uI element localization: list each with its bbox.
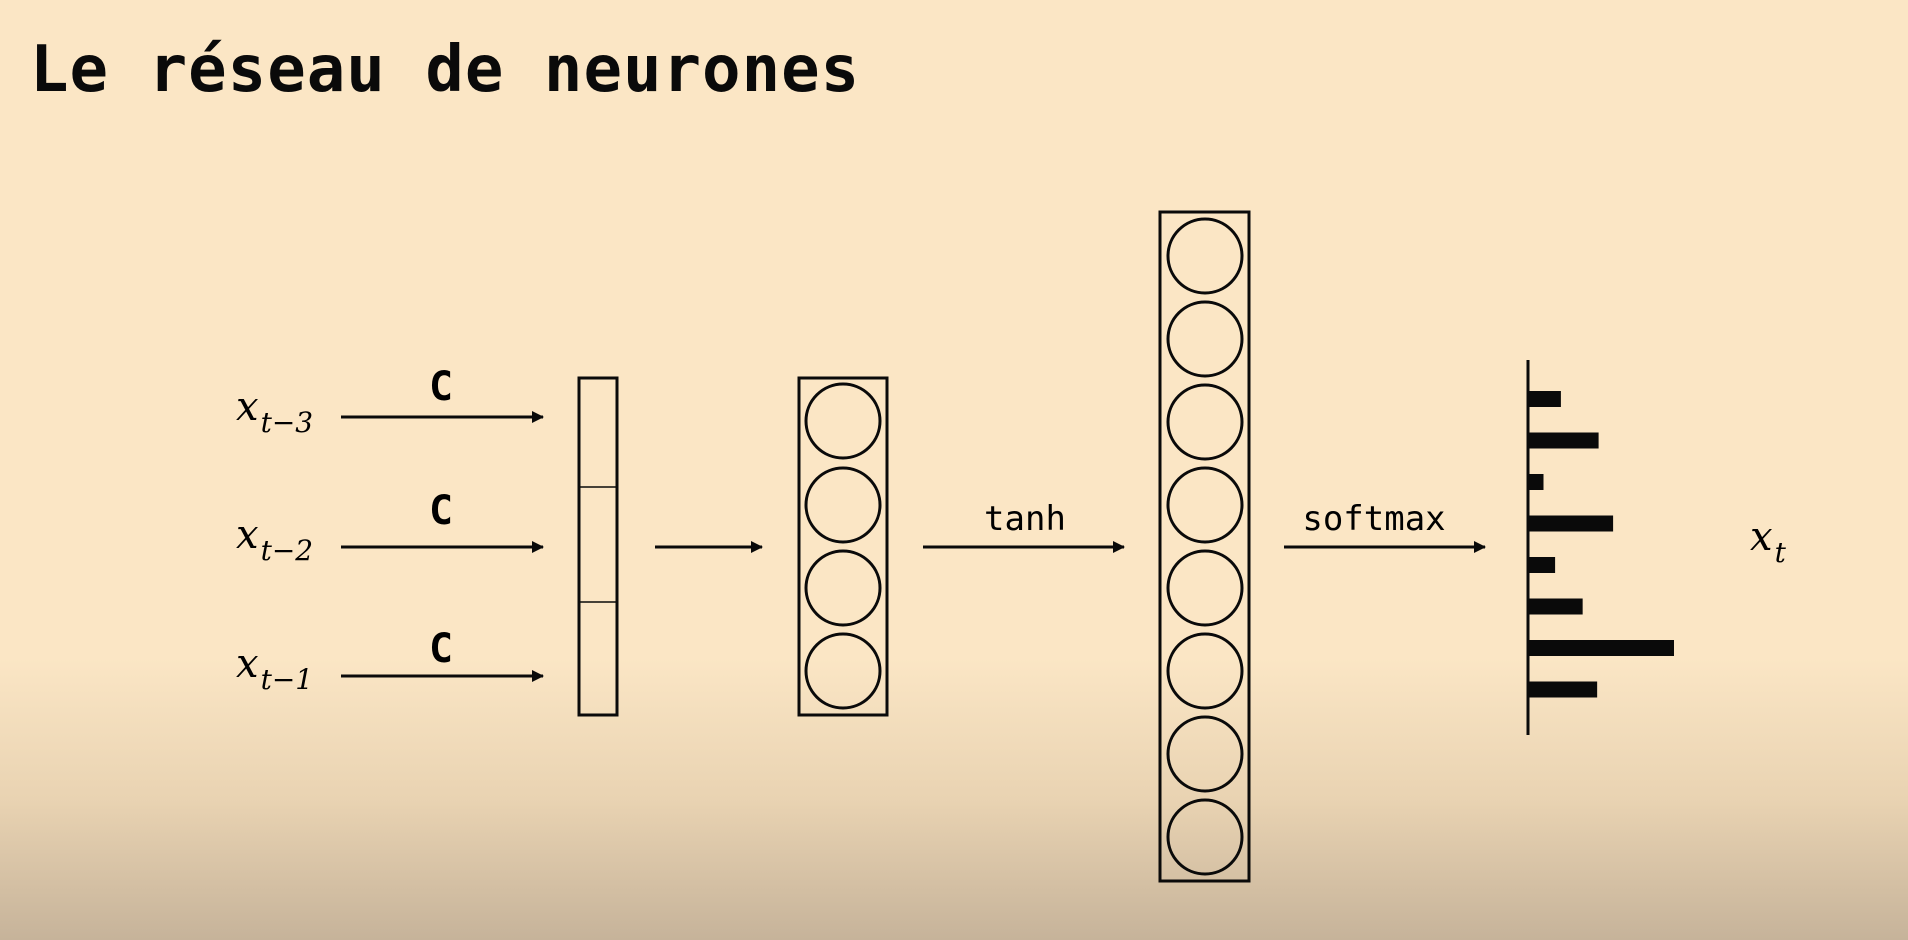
concatenated-embedding-vector <box>577 376 619 717</box>
neuron <box>1166 300 1244 378</box>
neuron <box>1166 632 1244 710</box>
distribution-bar <box>1529 640 1674 656</box>
neuron <box>804 632 882 710</box>
hidden-layer-1-box <box>797 376 889 717</box>
hidden-layer-1 <box>797 376 889 717</box>
distribution-bar <box>1529 432 1599 449</box>
neuron <box>1166 383 1244 461</box>
input-label-t-2: xt−2 <box>236 512 313 567</box>
embedding-label-2: C <box>429 488 453 534</box>
neuron <box>1166 715 1244 793</box>
distribution-bar <box>1529 598 1583 615</box>
neuron <box>1166 466 1244 544</box>
neuron <box>1166 217 1244 295</box>
output-label: xt <box>1750 514 1787 569</box>
input-sub-t-2: t−2 <box>261 534 314 567</box>
embedding-labels: C C C <box>429 364 453 672</box>
input-sub-t-1: t−1 <box>261 663 314 696</box>
embedding-label-1: C <box>429 364 453 410</box>
neuron <box>804 466 882 544</box>
input-label-t-3: xt−3 <box>236 384 313 439</box>
input-base-t-1: x <box>236 641 259 687</box>
hidden-layer-2 <box>1158 210 1251 883</box>
neuron <box>1166 549 1244 627</box>
distribution-bars <box>1529 391 1674 698</box>
neuron <box>804 382 882 460</box>
input-base-t-3: x <box>236 384 259 430</box>
distribution-bar <box>1529 474 1544 490</box>
slide-title: Le réseau de neurones <box>30 33 861 107</box>
neuron <box>1166 798 1244 876</box>
output-base: x <box>1750 514 1773 560</box>
distribution-bar <box>1529 681 1598 698</box>
input-labels: xt−3 xt−2 xt−1 <box>236 384 313 696</box>
output-sub: t <box>1775 536 1787 569</box>
hidden-layer-2-box <box>1158 210 1251 883</box>
distribution-bar <box>1529 557 1556 573</box>
neuron <box>804 549 882 627</box>
embedding-label-3: C <box>429 626 453 672</box>
input-label-t-1: xt−1 <box>236 641 313 696</box>
embedding-vector-box <box>577 376 619 717</box>
output-distribution <box>1526 360 1674 735</box>
input-sub-t-3: t−3 <box>261 406 314 439</box>
embedding-arrows <box>341 411 544 682</box>
distribution-bar <box>1529 515 1614 532</box>
activation-label: tanh <box>984 499 1066 539</box>
output-function-label: softmax <box>1302 499 1445 539</box>
distribution-bar <box>1529 391 1561 407</box>
input-base-t-2: x <box>236 512 259 558</box>
